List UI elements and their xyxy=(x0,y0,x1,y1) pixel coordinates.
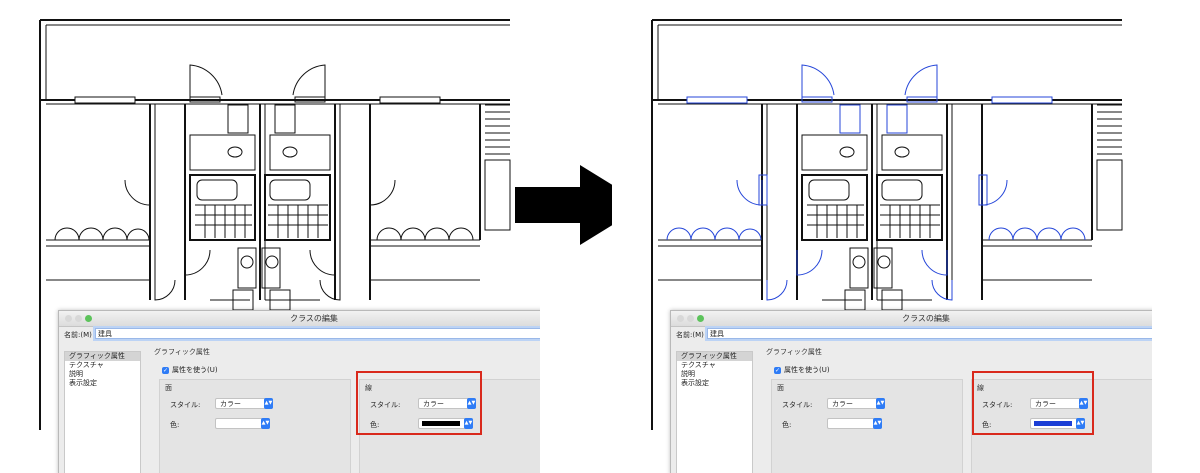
line-group: 線 スタイル: カラー ▲▼ 色: ▲▼ xyxy=(359,379,540,473)
fill-color-select[interactable]: ▲▼ xyxy=(215,418,270,429)
line-color-select[interactable]: ▲▼ xyxy=(418,418,473,429)
highlight-box xyxy=(356,371,482,435)
list-item-display-settings[interactable]: 表示設定 xyxy=(681,379,709,387)
fill-group-label: 面 xyxy=(777,384,784,392)
close-window-icon[interactable] xyxy=(65,315,72,322)
fill-group: 面 スタイル: カラー ▲▼ 色: ▲▼ xyxy=(771,379,963,473)
checkbox-icon[interactable]: ✓ xyxy=(162,366,169,374)
list-item-display-settings[interactable]: 表示設定 xyxy=(69,379,97,387)
category-list: グラフィック属性 テクスチャ 説明 表示設定 xyxy=(64,351,141,473)
fill-color-label: 色: xyxy=(170,421,180,429)
section-title: グラフィック属性 xyxy=(766,348,822,356)
line-style-label: スタイル: xyxy=(370,401,401,409)
after-panel: クラスの編集 ? 名前:(M) 建具 グラフィック属性 テクスチャ 説明 表示設… xyxy=(612,0,1152,473)
fill-color-select[interactable]: ▲▼ xyxy=(827,418,882,429)
fill-style-select[interactable]: カラー ▲▼ xyxy=(827,398,885,409)
line-style-label: スタイル: xyxy=(982,401,1013,409)
section-title: グラフィック属性 xyxy=(154,348,210,356)
chevron-updown-icon: ▲▼ xyxy=(464,418,473,429)
line-color-label: 色: xyxy=(370,421,380,429)
list-item-graphic-attributes[interactable]: グラフィック属性 xyxy=(677,352,752,361)
list-item-graphic-attributes[interactable]: グラフィック属性 xyxy=(65,352,140,361)
list-item-description[interactable]: 説明 xyxy=(681,370,695,378)
chevron-updown-icon: ▲▼ xyxy=(261,418,270,429)
class-edit-dialog: クラスの編集 ? 名前:(M) 建具 グラフィック属性 テクスチャ 説明 表示設… xyxy=(58,310,540,473)
zoom-window-icon[interactable] xyxy=(85,315,92,322)
fill-style-select[interactable]: カラー ▲▼ xyxy=(215,398,273,409)
dialog-titlebar: クラスの編集 ? xyxy=(59,311,540,327)
fill-group: 面 スタイル: カラー ▲▼ 色: ▲▼ xyxy=(159,379,351,473)
line-style-select[interactable]: カラー ▲▼ xyxy=(1030,398,1088,409)
highlight-box xyxy=(972,371,1094,435)
chevron-updown-icon: ▲▼ xyxy=(467,398,476,409)
use-attributes-checkbox[interactable]: ✓ 属性を使う(U) xyxy=(774,365,830,375)
line-color-swatch xyxy=(422,421,460,426)
chevron-updown-icon: ▲▼ xyxy=(876,398,885,409)
line-style-value: カラー xyxy=(1035,400,1056,408)
line-color-label: 色: xyxy=(982,421,992,429)
line-group-label: 線 xyxy=(977,384,984,392)
minimize-window-icon[interactable] xyxy=(687,315,694,322)
dialog-title: クラスの編集 xyxy=(902,314,950,323)
line-style-select[interactable]: カラー ▲▼ xyxy=(418,398,476,409)
close-window-icon[interactable] xyxy=(677,315,684,322)
use-attributes-label: 属性を使う(U) xyxy=(172,366,218,374)
line-color-select[interactable]: ▲▼ xyxy=(1030,418,1085,429)
fill-style-value: カラー xyxy=(220,400,241,408)
use-attributes-checkbox[interactable]: ✓ 属性を使う(U) xyxy=(162,365,218,375)
checkbox-icon[interactable]: ✓ xyxy=(774,366,781,374)
category-list: グラフィック属性 テクスチャ 説明 表示設定 xyxy=(676,351,753,473)
chevron-updown-icon: ▲▼ xyxy=(264,398,273,409)
name-input[interactable]: 建具 xyxy=(707,328,1152,339)
name-label: 名前:(M) xyxy=(64,331,92,339)
chevron-updown-icon: ▲▼ xyxy=(873,418,882,429)
floor-plan xyxy=(39,19,511,430)
name-label: 名前:(M) xyxy=(676,331,704,339)
list-item-texture[interactable]: テクスチャ xyxy=(69,361,104,369)
list-item-texture[interactable]: テクスチャ xyxy=(681,361,716,369)
fill-style-value: カラー xyxy=(832,400,853,408)
class-edit-dialog: クラスの編集 ? 名前:(M) 建具 グラフィック属性 テクスチャ 説明 表示設… xyxy=(670,310,1152,473)
before-panel: クラスの編集 ? 名前:(M) 建具 グラフィック属性 テクスチャ 説明 表示設… xyxy=(0,0,540,473)
dialog-titlebar: クラスの編集 ? xyxy=(671,311,1152,327)
chevron-updown-icon: ▲▼ xyxy=(1076,418,1085,429)
dialog-title: クラスの編集 xyxy=(290,314,338,323)
fill-style-label: スタイル: xyxy=(782,401,813,409)
chevron-updown-icon: ▲▼ xyxy=(1079,398,1088,409)
line-group-label: 線 xyxy=(365,384,372,392)
fill-color-label: 色: xyxy=(782,421,792,429)
fill-color-swatch xyxy=(219,421,257,426)
fill-style-label: スタイル: xyxy=(170,401,201,409)
use-attributes-label: 属性を使う(U) xyxy=(784,366,830,374)
line-style-value: カラー xyxy=(423,400,444,408)
line-group: 線 スタイル: カラー ▲▼ 色: ▲▼ xyxy=(971,379,1152,473)
minimize-window-icon[interactable] xyxy=(75,315,82,322)
floor-plan xyxy=(651,19,1123,430)
line-color-swatch xyxy=(1034,421,1072,426)
name-input[interactable]: 建具 xyxy=(95,328,540,339)
list-item-description[interactable]: 説明 xyxy=(69,370,83,378)
fill-color-swatch xyxy=(831,421,869,426)
fill-group-label: 面 xyxy=(165,384,172,392)
zoom-window-icon[interactable] xyxy=(697,315,704,322)
